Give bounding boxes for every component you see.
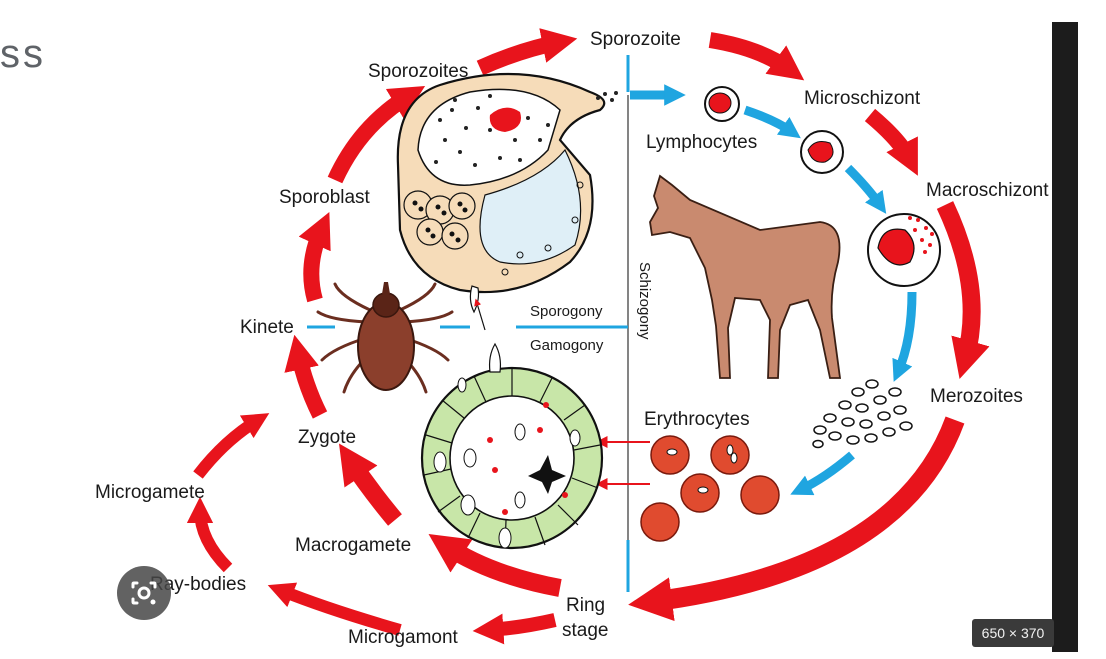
horse-illustration: [650, 176, 840, 378]
label-lymphocytes: Lymphocytes: [646, 132, 757, 153]
merozoite-cluster: [813, 380, 912, 448]
label-merozoites: Merozoites: [930, 386, 1023, 407]
label-microschizont: Microschizont: [804, 88, 921, 109]
viewer-side-bar: [1052, 22, 1078, 652]
arrow-microgamont-to-raybodies: [280, 590, 400, 630]
google-lens-button[interactable]: [117, 566, 171, 620]
image-size-badge: 650 × 370: [972, 619, 1054, 647]
erythrocyte-uptake-arrows: [598, 442, 650, 484]
arrow-lymphocyte-to-microschizont: [745, 110, 792, 132]
label-macrogamete: Macrogamete: [295, 535, 411, 556]
label-sporoblast: Sporoblast: [279, 187, 371, 208]
arrow-sporozoite-to-microschizont: [710, 40, 790, 70]
arrow-microschizont-to-macroschizont-blue: [848, 168, 880, 205]
label-microgamete: Microgamete: [95, 482, 205, 503]
arrow-kinete-to-sporoblast: [311, 228, 322, 300]
arrow-ring-to-microgamont: [488, 620, 555, 630]
arrow-sporozoites-to-sporozoite: [480, 42, 560, 68]
label-erythrocytes: Erythrocytes: [644, 409, 750, 430]
arrow-merozoites-to-erythrocytes: [800, 455, 852, 490]
arrow-microschizont-to-macroschizont: [870, 115, 910, 160]
label-sporogony: Sporogony: [530, 303, 603, 320]
arrow-ring-to-macrogamete: [445, 545, 560, 588]
arrow-microgamete-to-zygote: [198, 420, 258, 475]
erythrocytes: [641, 436, 779, 541]
google-lens-icon: [117, 566, 171, 620]
label-gamogony: Gamogony: [530, 337, 604, 354]
label-macroschizont: Macroschizont: [926, 180, 1049, 201]
label-microgamont: Microgamont: [348, 627, 459, 648]
label-sporozoites: Sporozoites: [368, 61, 468, 82]
label-schizogony: Schizogony: [636, 262, 653, 340]
arrow-macroschizont-to-merozoites: [945, 205, 972, 360]
label-ring: Ring: [566, 595, 605, 616]
tick-gut-section: [422, 344, 602, 548]
arrow-macroschizont-to-merozoites-blue: [898, 292, 912, 372]
label-sporozoite: Sporozoite: [590, 29, 681, 50]
arrow-zygote-to-kinete: [298, 352, 320, 415]
tick-illustration: [318, 282, 452, 392]
arrow-macrogamete-to-zygote: [350, 460, 395, 520]
label-zygote: Zygote: [298, 427, 356, 448]
arrow-raybodies-to-microgamete: [200, 510, 228, 568]
label-stage: stage: [562, 620, 608, 641]
label-kinete: Kinete: [240, 317, 294, 338]
